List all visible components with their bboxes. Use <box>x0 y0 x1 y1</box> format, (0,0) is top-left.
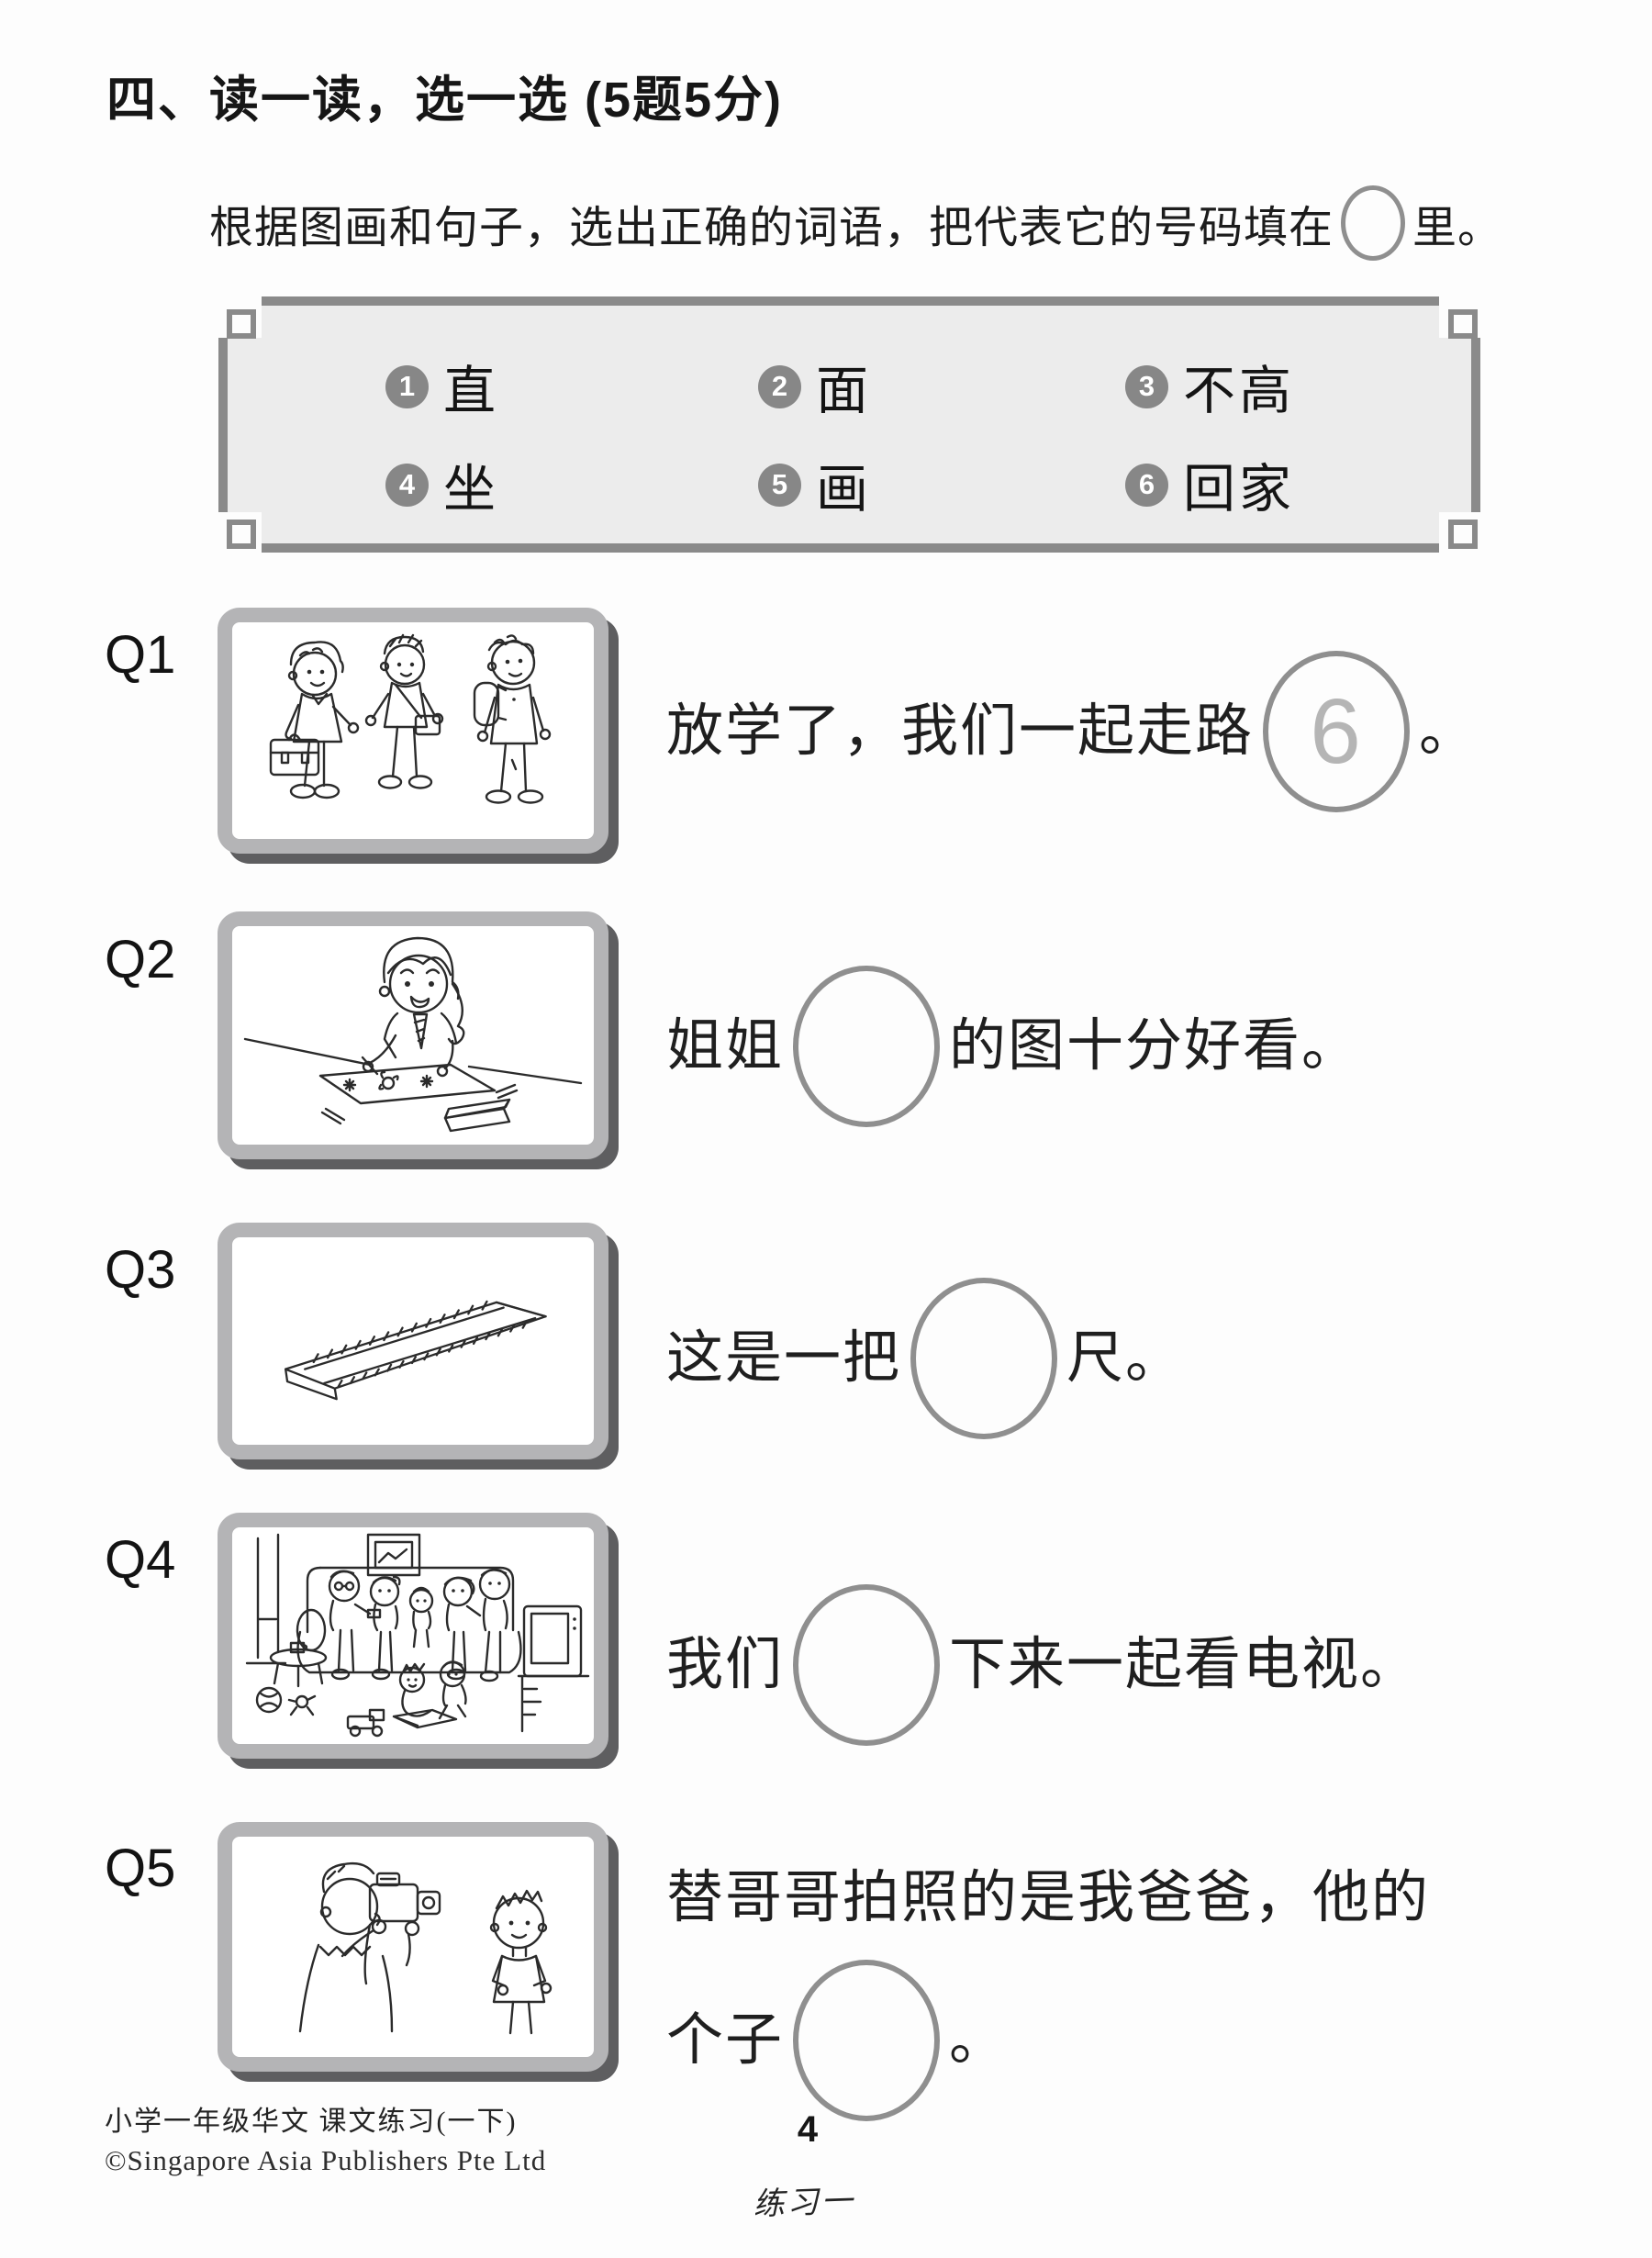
word-bank-item-5: 5 画 <box>758 458 872 519</box>
q5-text-line1: 替哥哥拍照的是我爸爸，他的 <box>666 1867 1431 1929</box>
q5-text-after: 。 <box>949 2008 1009 2072</box>
q2-image-frame <box>218 911 608 1159</box>
q1-answer-value: 6 <box>1310 680 1363 783</box>
question-label-q2: Q2 <box>105 930 176 989</box>
example-answer-circle <box>1341 185 1406 261</box>
q4-text-before: 我们 <box>666 1633 785 1696</box>
word-option: 画 <box>816 461 872 519</box>
q2-text-after: 的图十分好看。 <box>949 1014 1361 1078</box>
word-bank-box-band <box>218 338 1480 512</box>
number-badge: 1 <box>385 364 429 408</box>
q3-answer-circle[interactable] <box>910 1278 1058 1439</box>
word-bank-item-3: 3 不高 <box>1125 360 1295 420</box>
word-option: 直 <box>443 363 499 420</box>
q4-text-after: 下来一起看电视。 <box>949 1633 1420 1696</box>
q3-text-before: 这是一把 <box>666 1326 902 1390</box>
q3-image-frame <box>218 1223 608 1459</box>
number-badge: 2 <box>758 364 801 408</box>
q1-text-before: 放学了，我们一起走路 <box>666 699 1255 763</box>
q1-answer-circle[interactable]: 6 <box>1263 651 1411 812</box>
instruction-text-before: 根据图画和句子，选出正确的词语，把代表它的号码填在 <box>209 204 1334 252</box>
q1-image-frame <box>218 608 608 854</box>
q2-sentence: 姐姐 的图十分好看。 <box>666 966 1360 1127</box>
word-bank-item-2: 2 面 <box>758 360 872 420</box>
word-option: 坐 <box>443 461 499 519</box>
corner-ornament-icon <box>227 520 256 549</box>
exercise-label: 练习一 <box>753 2185 856 2222</box>
word-option: 不高 <box>1183 363 1295 420</box>
corner-ornament-icon <box>227 309 256 339</box>
q4-illustration-family-watching-tv <box>245 1533 590 1738</box>
q5-answer-circle[interactable] <box>793 1960 941 2121</box>
q1-illustration-three-boys-walking <box>269 633 552 804</box>
q4-answer-circle[interactable] <box>793 1584 941 1746</box>
q5-sentence-line2: 个子 。 <box>666 1957 1008 2124</box>
section-title: 四、读一读，选一选 (5题5分) <box>106 73 784 128</box>
number-badge: 4 <box>385 463 429 507</box>
q5-image-frame <box>218 1822 608 2072</box>
q4-image-frame <box>218 1513 608 1759</box>
corner-ornament-icon <box>1448 520 1478 549</box>
q2-answer-circle[interactable] <box>793 966 941 1127</box>
question-label-q1: Q1 <box>105 625 176 685</box>
instruction-line: 根据图画和句子，选出正确的词语，把代表它的号码填在 里。 <box>209 185 1502 261</box>
q3-text-after: 尺。 <box>1066 1326 1185 1390</box>
q5-illustration-father-photographing-boy <box>298 1861 553 2035</box>
q3-illustration-ruler <box>284 1300 547 1401</box>
footer-series-title: 小学一年级华文 课文练习(一下) <box>105 2107 518 2137</box>
q1-text-after: 。 <box>1419 699 1479 763</box>
page-number: 4 <box>797 2109 819 2150</box>
corner-ornament-icon <box>1448 309 1478 339</box>
q1-sentence: 放学了，我们一起走路 6 。 <box>666 651 1479 812</box>
number-badge: 3 <box>1125 364 1168 408</box>
word-option: 回家 <box>1183 461 1295 519</box>
question-label-q3: Q3 <box>105 1240 176 1300</box>
instruction-text-after: 里。 <box>1412 204 1503 252</box>
q3-sentence: 这是一把 尺。 <box>666 1278 1184 1439</box>
q5-text-line2: 个子 <box>666 2008 785 2072</box>
question-label-q5: Q5 <box>105 1839 176 1898</box>
word-bank-item-1: 1 直 <box>385 360 499 420</box>
word-option: 面 <box>816 363 872 420</box>
footer-publisher: ©Singapore Asia Publishers Pte Ltd <box>105 2144 547 2176</box>
question-label-q4: Q4 <box>105 1530 176 1590</box>
q2-text-before: 姐姐 <box>666 1014 785 1078</box>
q2-illustration-girl-drawing <box>243 936 583 1133</box>
q4-sentence: 我们 下来一起看电视。 <box>666 1584 1419 1746</box>
number-badge: 6 <box>1125 463 1168 507</box>
number-badge: 5 <box>758 463 801 507</box>
word-bank-item-4: 4 坐 <box>385 458 499 519</box>
word-bank-item-6: 6 回家 <box>1125 458 1295 519</box>
